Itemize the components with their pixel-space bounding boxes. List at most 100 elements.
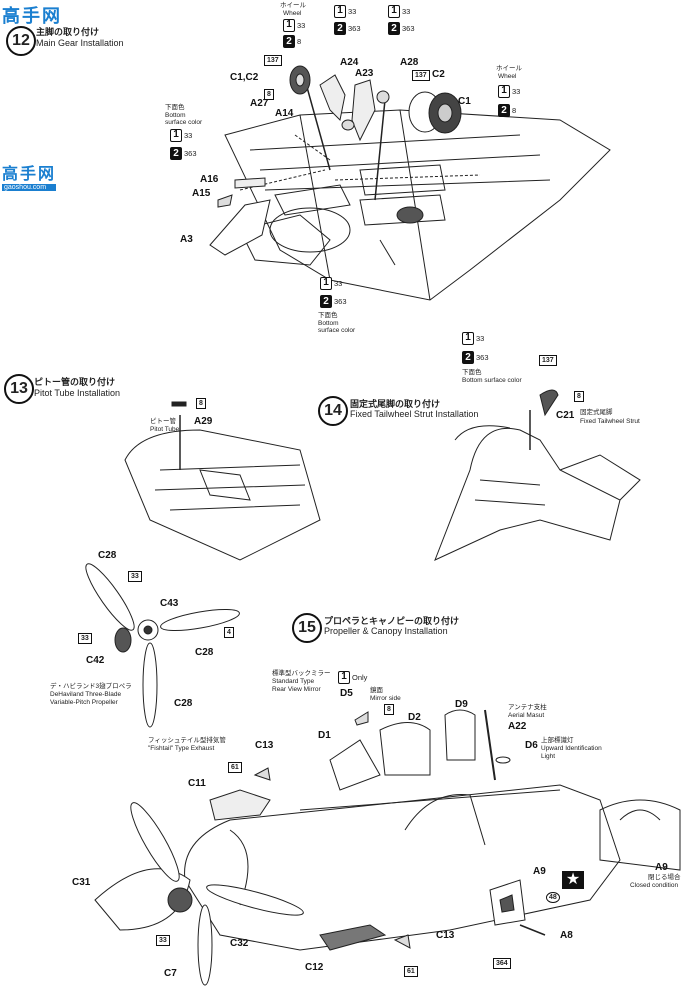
step-15-title-jp: プロペラとキャノピーの取り付け [324, 616, 460, 626]
part-a9-closed: A9 [655, 862, 668, 873]
mirror-en1: Standard Type [272, 678, 315, 685]
wheel-label-jp: ホイール [280, 2, 306, 9]
part-c43: C43 [160, 598, 179, 609]
mirror-en2: Rear View Mirror [272, 686, 321, 693]
closed-jp: 閉じる場合 [648, 874, 681, 881]
step-14-title-jp: 固定式尾脚の取り付け [350, 399, 441, 409]
pitot-en: Pitot Tube [150, 426, 180, 433]
watermark-logo: 高手网 [2, 2, 62, 28]
part-c42: C42 [86, 655, 105, 666]
bottom-color-en2: surface color [165, 119, 203, 126]
paint-badge-61-top: 61 [228, 762, 242, 773]
part-c28-top: C28 [98, 550, 117, 561]
part-a14: A14 [275, 108, 294, 119]
part-a16: A16 [200, 174, 219, 185]
part-d9: D9 [455, 699, 468, 710]
paint-step-1-icon: 1 [283, 18, 295, 32]
part-a3: A3 [180, 234, 193, 245]
part-a22: A22 [508, 721, 527, 732]
light-jp: 上部標識灯 [541, 737, 574, 744]
light-en2: Light [541, 753, 556, 760]
paint-badge-137-tail: 137 [539, 355, 557, 366]
part-a27: A27 [250, 98, 269, 109]
step-12-title-jp: 主脚の取り付け [36, 27, 100, 37]
paint-badge-8-tail: 8 [574, 391, 584, 402]
mirrorside-en: Mirror side [370, 695, 401, 702]
watermark-sub: gaoshou.com [2, 184, 57, 191]
antenna-jp: アンテナ支柱 [508, 704, 547, 711]
step-13-title-jp: ピトー管の取り付け [34, 377, 116, 387]
paint-badge-8-pitot: 8 [196, 398, 206, 409]
part-a24: A24 [340, 57, 359, 68]
part-a8: A8 [560, 930, 573, 941]
step-15-number: 15 [292, 613, 322, 643]
exhaust-jp: フィッシュテイル型排気管 [148, 737, 226, 744]
paint-badge-137b: 137 [412, 70, 430, 81]
wheel2-label-en: Wheel [498, 73, 517, 80]
part-c13-top: C13 [255, 740, 274, 751]
paint-badge-137: 137 [264, 55, 282, 66]
watermark-text: 高手网 [2, 6, 62, 26]
prop-caption-jp: デ・ハビランド3翅プロペラ [50, 683, 132, 690]
strut-en: Fixed Tailwheel Strut [580, 418, 640, 425]
step-12-number: 12 [6, 26, 36, 56]
step-12-title-en: Main Gear Installation [36, 38, 124, 48]
part-c11: C11 [188, 778, 206, 789]
paint-badge-8-mirror: 8 [384, 704, 394, 715]
bottom-color-en1: Bottom [165, 112, 186, 119]
part-a9-main: A9 [533, 866, 546, 877]
part-a15: A15 [192, 188, 211, 199]
mirrorside-jp: 鏡面 [370, 687, 383, 694]
step12-parts-drawing [209, 65, 462, 256]
part-c2: C2 [432, 69, 445, 80]
prop-caption-en1: DeHaviland Three-Blade [50, 691, 122, 698]
part-c31: C31 [72, 877, 91, 888]
paint-badge-48: 48 [546, 892, 560, 903]
antenna-en: Aerial Masut [508, 712, 545, 719]
pitot-jp: ピトー管 [150, 418, 176, 425]
step-15-title-en: Propeller & Canopy Installation [324, 626, 448, 636]
part-c1c2: C1,C2 [230, 72, 259, 83]
exhaust-en: "Fishtail" Type Exhaust [148, 745, 215, 752]
wheel2-label-jp: ホイール [496, 65, 522, 72]
step-13-number: 13 [4, 374, 34, 404]
light-en1: Upward Identification [541, 745, 602, 752]
watermark-text-2: 高手网 [2, 166, 57, 183]
paint-badge-364: 364 [493, 958, 511, 969]
closed-en: Closed condition [630, 882, 679, 889]
part-c21: C21 [556, 410, 575, 421]
part-d5: D5 [340, 688, 353, 699]
paint-badge-33-hub: 33 [78, 633, 92, 644]
paint-badge-33-prop: 33 [128, 571, 142, 582]
bottom2-color-jp: 下面色 [318, 312, 338, 319]
part-d2: D2 [408, 712, 421, 723]
part-c28-bottom: C28 [174, 698, 193, 709]
strut-jp: 固定式尾脚 [580, 409, 613, 416]
step14-tail-drawing [434, 389, 641, 561]
step15-fuselage-drawing [94, 709, 681, 986]
part-c32: C32 [230, 938, 249, 949]
step-14-title-en: Fixed Tailwheel Strut Installation [350, 409, 479, 419]
part-a29: A29 [194, 416, 213, 427]
paint-badge-61-bottom: 61 [404, 966, 418, 977]
part-c28-right: C28 [195, 647, 214, 658]
tail-bottom-en: Bottom surface color [462, 377, 522, 384]
propeller-drawing [85, 563, 240, 728]
star-insignia-icon: ★ [562, 871, 584, 889]
